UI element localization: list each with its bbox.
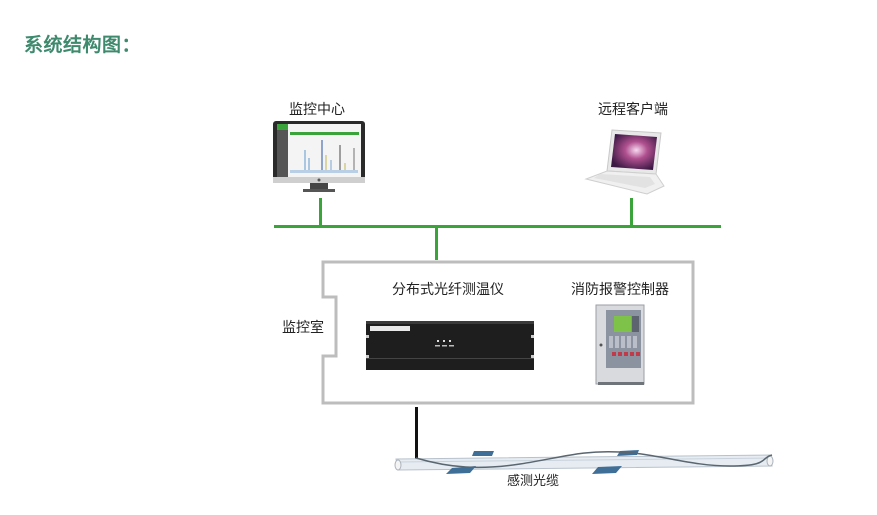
monitor-room-box <box>321 260 695 405</box>
fire-alarm-panel-icon <box>595 304 645 385</box>
sensing-cable-label: 感测光缆 <box>507 474 560 489</box>
monitor-center-label: 监控中心 <box>289 102 345 118</box>
fire-alarm-label: 消防报警控制器 <box>571 282 669 298</box>
rack-device-icon <box>366 321 534 370</box>
remote-client-label: 远程客户端 <box>598 102 668 118</box>
page-title: 系统结构图： <box>24 34 142 56</box>
monitor-room-label: 监控室 <box>282 320 324 336</box>
dts-device-label: 分布式光纤测温仪 <box>392 282 504 298</box>
sensing-cable-icon <box>394 407 774 474</box>
laptop-icon <box>584 129 665 195</box>
remote-client-link <box>630 198 633 226</box>
monitor-room-link <box>435 228 438 260</box>
desktop-monitor-icon <box>273 121 365 192</box>
network-bus <box>274 198 721 260</box>
monitor-center-link <box>319 198 322 226</box>
network-main-line <box>274 225 721 228</box>
